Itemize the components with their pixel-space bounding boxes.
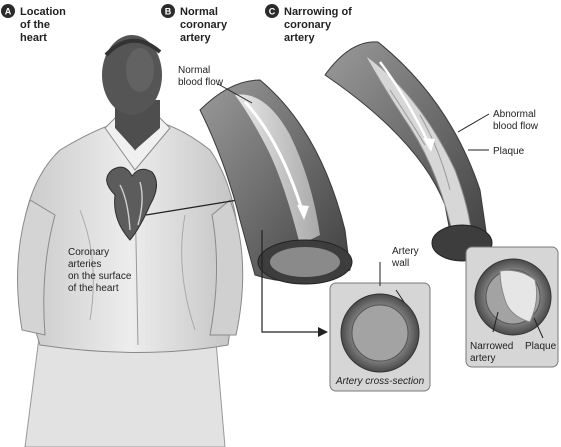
coronary-arteries-line-2: arteries [68, 259, 101, 270]
section-b-title-line-2: coronary [180, 19, 228, 31]
section-a-title-line-1: Location [20, 6, 66, 18]
artery-wall-label: Artery wall [391, 246, 419, 269]
section-a-badge: A [5, 7, 12, 17]
plaque-inset-label: Plaque [525, 341, 557, 352]
section-a-title-line-2: of the [20, 19, 50, 31]
abnormal-blood-flow-label: Abnormal blood flow [493, 109, 539, 132]
plaque-label: Plaque [493, 146, 525, 157]
normal-blood-flow-line-1: Normal [178, 65, 210, 76]
section-b-badge: B [165, 7, 172, 17]
artery-wall-line-1: Artery [392, 246, 419, 257]
section-c-title-line-3: artery [284, 32, 315, 44]
artery-wall-line-2: wall [391, 258, 409, 269]
coronary-arteries-line-1: Coronary [68, 247, 109, 258]
coronary-arteries-line-3: on the surface [68, 271, 132, 282]
narrowed-artery [325, 42, 492, 261]
artery-cross-section-label: Artery cross-section [335, 376, 425, 387]
section-a-title-line-3: heart [20, 32, 47, 44]
section-c-badge: C [269, 7, 276, 17]
narrowed-artery-line-2: artery [470, 353, 496, 364]
section-b-title-line-1: Normal [180, 6, 218, 18]
section-b-title-line-3: artery [180, 32, 211, 44]
section-b-header: B Normal coronary artery [161, 4, 228, 44]
section-c-header: C Narrowing of coronary artery [265, 4, 352, 44]
normal-blood-flow-label: Normal blood flow [178, 65, 224, 88]
section-c-title-line-2: coronary [284, 19, 332, 31]
artery-cross-section-panel: Artery cross-section [330, 283, 430, 391]
section-a-header: A Location of the heart [1, 4, 66, 44]
normal-blood-flow-line-2: blood flow [178, 77, 224, 88]
narrowed-artery-line-1: Narrowed [470, 341, 513, 352]
abnormal-blood-flow-line-1: Abnormal [493, 109, 536, 120]
man-figure [18, 35, 243, 447]
section-c-title-line-1: Narrowing of [284, 6, 352, 18]
coronary-arteries-line-4: of the heart [68, 283, 119, 294]
abnormal-blood-flow-line-2: blood flow [493, 121, 539, 132]
